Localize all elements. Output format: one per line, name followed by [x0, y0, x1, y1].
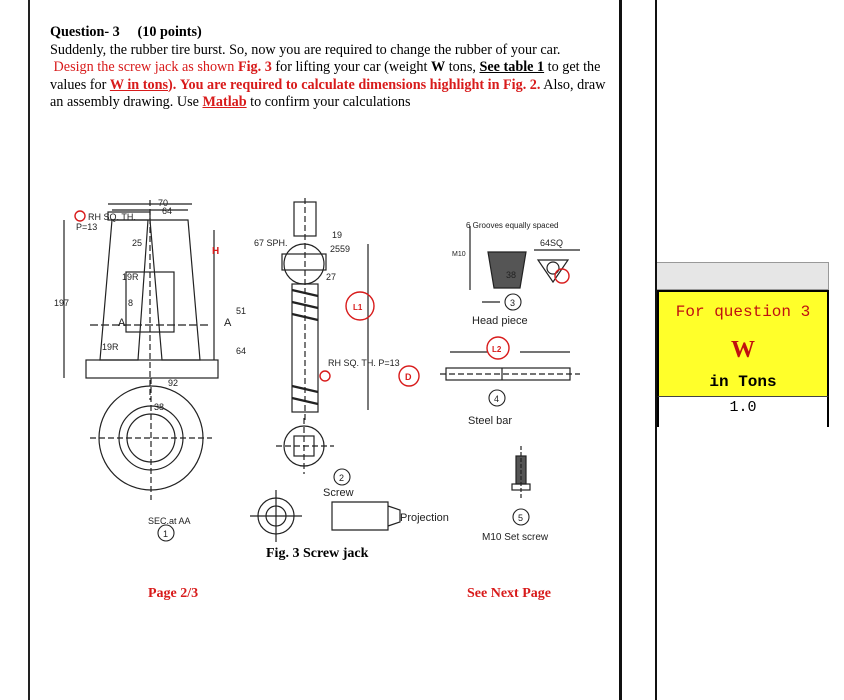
- label-d51: 51: [236, 306, 246, 316]
- label-d64: 64: [162, 206, 172, 216]
- table-value: 1.0: [657, 397, 829, 427]
- screw-head-sphere: [283, 243, 325, 285]
- see-next-page: See Next Page: [467, 586, 551, 601]
- body-base: [85, 359, 219, 379]
- diameter-highlight-3: [554, 268, 570, 284]
- label-rh-sq: RH SQ. TH.: [88, 212, 136, 222]
- label-projection: Projection: [400, 512, 449, 524]
- question-part-h: to confirm your calculations: [250, 94, 411, 110]
- label-h: H: [212, 246, 219, 257]
- label-n2: 2: [339, 473, 344, 483]
- page-frame: [28, 0, 622, 700]
- question-part-g: Also, draw an assembly drawing. Use: [50, 76, 606, 111]
- label-head-piece: Head piece: [472, 315, 528, 327]
- label-d64b: 64: [236, 346, 246, 356]
- page-number: Page 2/3: [148, 586, 199, 601]
- label-d64sq: 64SQ: [540, 238, 563, 248]
- label-d70: 70: [158, 198, 168, 208]
- body-right-wall: [149, 219, 201, 361]
- label-a-left: A: [118, 317, 126, 329]
- question-line1: Suddenly, the rubber tire burst. So, now…: [50, 41, 561, 58]
- label-grooves: 6 Grooves equally spaced: [466, 221, 559, 230]
- question-points: (10 points): [137, 24, 202, 40]
- label-n1: 1: [163, 529, 168, 539]
- part-3-marker: [504, 293, 522, 311]
- table-reference: See table 1: [479, 59, 545, 75]
- label-screw: Screw: [323, 487, 354, 499]
- projection-symbol: [331, 501, 401, 531]
- diameter-highlight-2: [319, 370, 331, 382]
- head-piece-top-view: [536, 259, 570, 284]
- label-n4: 4: [494, 394, 499, 404]
- weight-table: For question 3 W in Tons 1.0: [657, 262, 829, 427]
- body-inner-bore: [125, 271, 175, 333]
- label-sph: 67 SPH.: [254, 238, 288, 248]
- label-a-right: A: [224, 317, 232, 329]
- question-part-c: tons,: [448, 59, 476, 75]
- figure-caption: Fig. 3 Screw jack: [266, 546, 369, 561]
- label-set-screw: M10 Set screw: [482, 532, 549, 543]
- question-part-b: for lifting your car (weight: [275, 59, 428, 75]
- page-divider: [655, 0, 657, 700]
- fig-reference: Fig. 3: [237, 59, 272, 75]
- part-1-marker: [157, 524, 175, 542]
- label-rh-sq2: RH SQ. TH. P=13: [328, 358, 400, 368]
- d-highlight: [398, 365, 420, 387]
- label-d8: 8: [128, 298, 133, 308]
- l1-highlight: [345, 291, 375, 321]
- label-d27: 27: [326, 272, 336, 282]
- label-d19: 19: [332, 230, 342, 240]
- label-d: D: [405, 372, 412, 382]
- table-symbol: W: [657, 332, 829, 368]
- label-d38: 38: [154, 402, 164, 412]
- label-d38b: 38: [506, 270, 516, 280]
- question-text: Question- 3 (10 points) Suddenly, the ru…: [50, 24, 610, 112]
- label-l2: L2: [492, 345, 502, 354]
- label-steel-bar: Steel bar: [468, 415, 512, 427]
- matlab-link: Matlab: [202, 94, 247, 110]
- label-d197: 197: [54, 298, 69, 308]
- label-m10: M10: [452, 251, 466, 258]
- question-part-d: to get the values for: [50, 59, 601, 93]
- question-part-a: Design the screw jack as shown: [53, 59, 235, 75]
- screw-jack-drawing: RH SQ. TH. P=13 70 64 19R 19R 197 A A H …: [54, 198, 580, 543]
- diameter-highlight-1: [74, 210, 86, 222]
- table-heading: For question 3: [657, 290, 829, 332]
- l2-highlight: [486, 336, 510, 360]
- label-n3: 3: [510, 298, 515, 308]
- part-4-marker: [488, 389, 506, 407]
- part-5-marker: [512, 508, 530, 526]
- question-part-f: You are required to calculate dimensions…: [179, 76, 541, 93]
- part-2-marker: [333, 468, 351, 486]
- head-piece-body: [487, 251, 527, 289]
- question-heading: Question- 3: [50, 24, 120, 40]
- label-n5: 5: [518, 513, 523, 523]
- label-r19b: 19R: [102, 342, 119, 352]
- table-header-strip: [657, 262, 829, 290]
- label-p13: P=13: [76, 222, 97, 232]
- w-in-tons: W in tons: [109, 76, 168, 93]
- label-sec-aa: SEC.at AA: [148, 516, 191, 526]
- label-d25b: 25: [330, 244, 340, 254]
- weight-symbol: W: [431, 59, 446, 75]
- label-d59: 59: [340, 244, 350, 254]
- label-d25: 25: [132, 238, 142, 248]
- question-part-e: ).: [167, 76, 177, 93]
- label-l1: L1: [353, 303, 363, 312]
- table-unit: in Tons: [657, 368, 829, 397]
- label-r19a: 19R: [122, 272, 139, 282]
- label-d92: 92: [168, 378, 178, 388]
